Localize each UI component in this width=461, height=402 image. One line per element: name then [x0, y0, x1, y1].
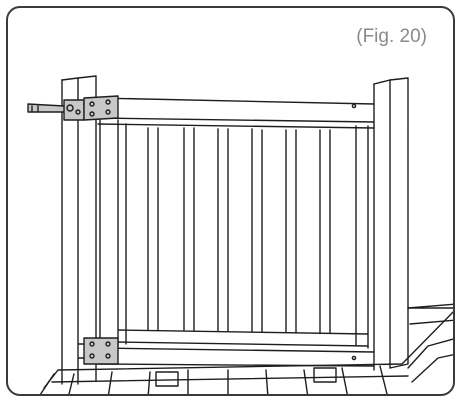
right-post: [373, 77, 409, 371]
gate-left-stile: [99, 117, 127, 349]
hinge-bracket-icon: [83, 95, 119, 121]
balusters: [147, 127, 331, 334]
bottom-hinge-icon: [77, 337, 119, 365]
figure-label: (Fig. 20): [356, 26, 427, 47]
figure-frame: (Fig. 20): [6, 6, 455, 396]
left-post: [61, 75, 97, 385]
gate-bottom-rail: [97, 329, 375, 367]
gate-illustration: [27, 75, 453, 394]
gate-latch-icon: [27, 99, 85, 121]
gate-right-stile: [355, 125, 369, 349]
deck: [39, 303, 453, 394]
gate-top-rail: [97, 97, 375, 129]
